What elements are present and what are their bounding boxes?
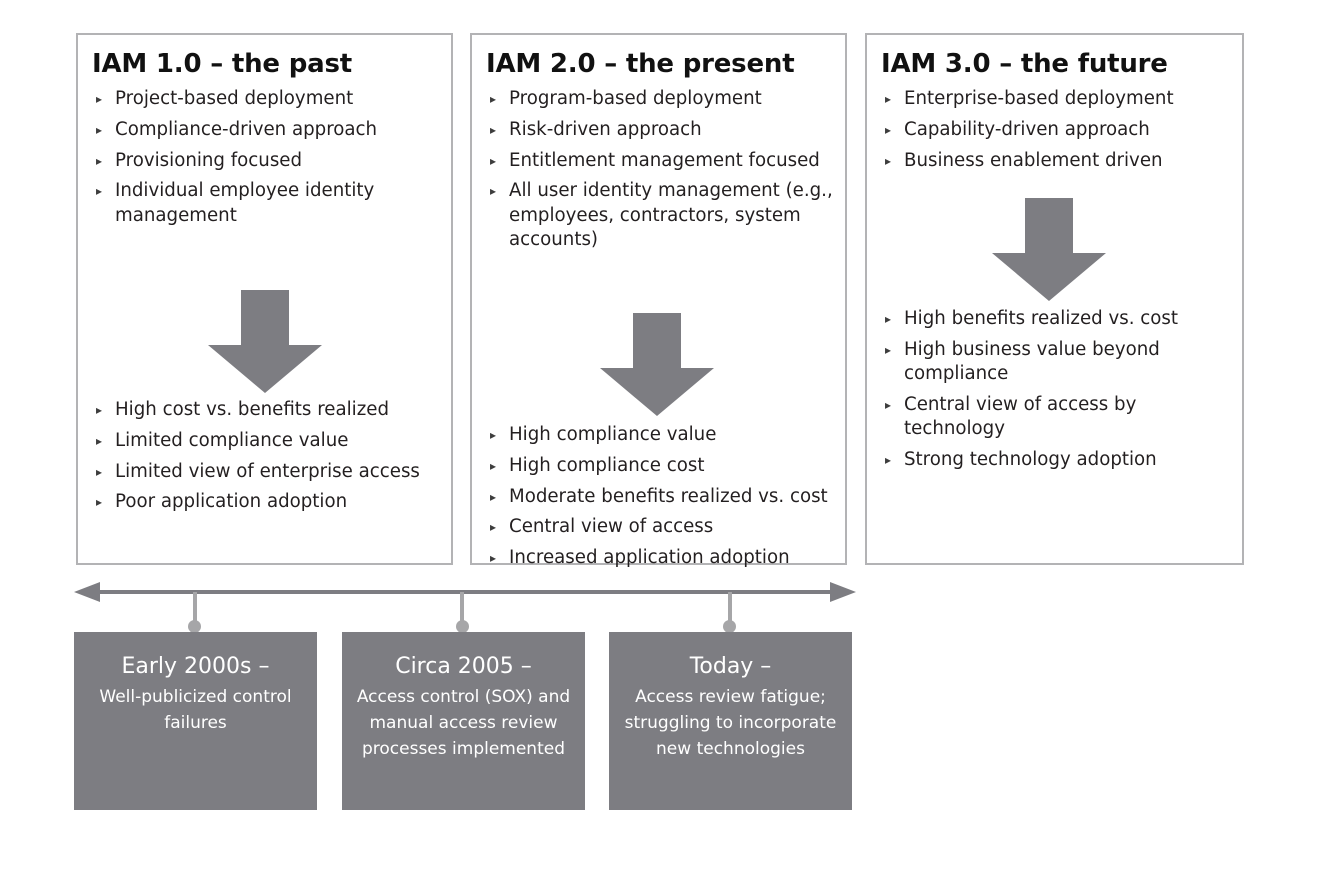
list-item: High compliance value xyxy=(486,423,839,448)
down-arrow-icon xyxy=(600,313,714,416)
down-arrow-icon xyxy=(208,290,322,393)
list-item: Limited view of enterprise access xyxy=(92,460,445,485)
timeline-dot-icon xyxy=(723,620,736,633)
panel-top-bullet-list: Enterprise-based deployment Capability-d… xyxy=(881,87,1236,179)
list-item: Limited compliance value xyxy=(92,429,445,454)
list-item: Entitlement management focused xyxy=(486,149,839,174)
panel-bottom-bullet-list: High cost vs. benefits realized Limited … xyxy=(92,398,445,521)
timeline-dot-icon xyxy=(188,620,201,633)
down-arrow-icon xyxy=(992,198,1106,301)
panel-title: IAM 2.0 – the present xyxy=(486,49,795,79)
list-item: Provisioning focused xyxy=(92,149,445,174)
list-item: Enterprise-based deployment xyxy=(881,87,1236,112)
list-item: Program-based deployment xyxy=(486,87,839,112)
era-panel-iam-2-0: IAM 2.0 – the present Program-based depl… xyxy=(470,33,847,571)
panel-bottom-bullet-list: High benefits realized vs. cost High bus… xyxy=(881,307,1236,479)
milestone-title: Today – xyxy=(689,654,772,679)
timeline-connector xyxy=(460,592,464,628)
list-item: Central view of access xyxy=(486,515,839,540)
list-item: High business value beyond compliance xyxy=(881,338,1236,387)
list-item: High benefits realized vs. cost xyxy=(881,307,1236,332)
timeline-milestone-card: Early 2000s – Well-publicized control fa… xyxy=(74,632,317,810)
list-item: Project-based deployment xyxy=(92,87,445,112)
timeline-connector xyxy=(193,592,197,628)
panel-title: IAM 1.0 – the past xyxy=(92,49,352,79)
list-item: Moderate benefits realized vs. cost xyxy=(486,485,839,510)
list-item: High cost vs. benefits realized xyxy=(92,398,445,423)
panel-title: IAM 3.0 – the future xyxy=(881,49,1168,79)
list-item: Poor application adoption xyxy=(92,490,445,515)
panel-top-bullet-list: Program-based deployment Risk-driven app… xyxy=(486,87,839,259)
milestone-title: Early 2000s – xyxy=(121,654,270,679)
list-item: Risk-driven approach xyxy=(486,118,839,143)
panel-bottom-bullet-list: High compliance value High compliance co… xyxy=(486,423,839,577)
milestone-title: Circa 2005 – xyxy=(395,654,532,679)
timeline-milestone-card: Circa 2005 – Access control (SOX) and ma… xyxy=(342,632,585,810)
timeline-connector xyxy=(728,592,732,628)
timeline-axis-double-arrow-icon xyxy=(70,578,860,608)
milestone-body: Access control (SOX) and manual access r… xyxy=(356,687,571,759)
milestone-body: Access review fatigue; struggling to inc… xyxy=(624,687,837,759)
timeline-milestone-card: Today – Access review fatigue; strugglin… xyxy=(609,632,852,810)
timeline-dot-icon xyxy=(456,620,469,633)
list-item: High compliance cost xyxy=(486,454,839,479)
era-panel-iam-1-0: IAM 1.0 – the past Project-based deploym… xyxy=(76,33,453,565)
milestone-body: Well-publicized control failures xyxy=(99,687,292,733)
list-item: Capability-driven approach xyxy=(881,118,1236,143)
era-panel-iam-3-0: IAM 3.0 – the future Enterprise-based de… xyxy=(865,33,1244,565)
list-item: Compliance-driven approach xyxy=(92,118,445,143)
list-item: All user identity management (e.g., empl… xyxy=(486,179,839,252)
list-item: Central view of access by technology xyxy=(881,393,1236,442)
list-item: Business enablement driven xyxy=(881,149,1236,174)
list-item: Individual employee identity management xyxy=(92,179,445,228)
panel-top-bullet-list: Project-based deployment Compliance-driv… xyxy=(92,87,445,234)
list-item: Strong technology adoption xyxy=(881,448,1236,473)
list-item: Increased application adoption xyxy=(486,546,839,571)
